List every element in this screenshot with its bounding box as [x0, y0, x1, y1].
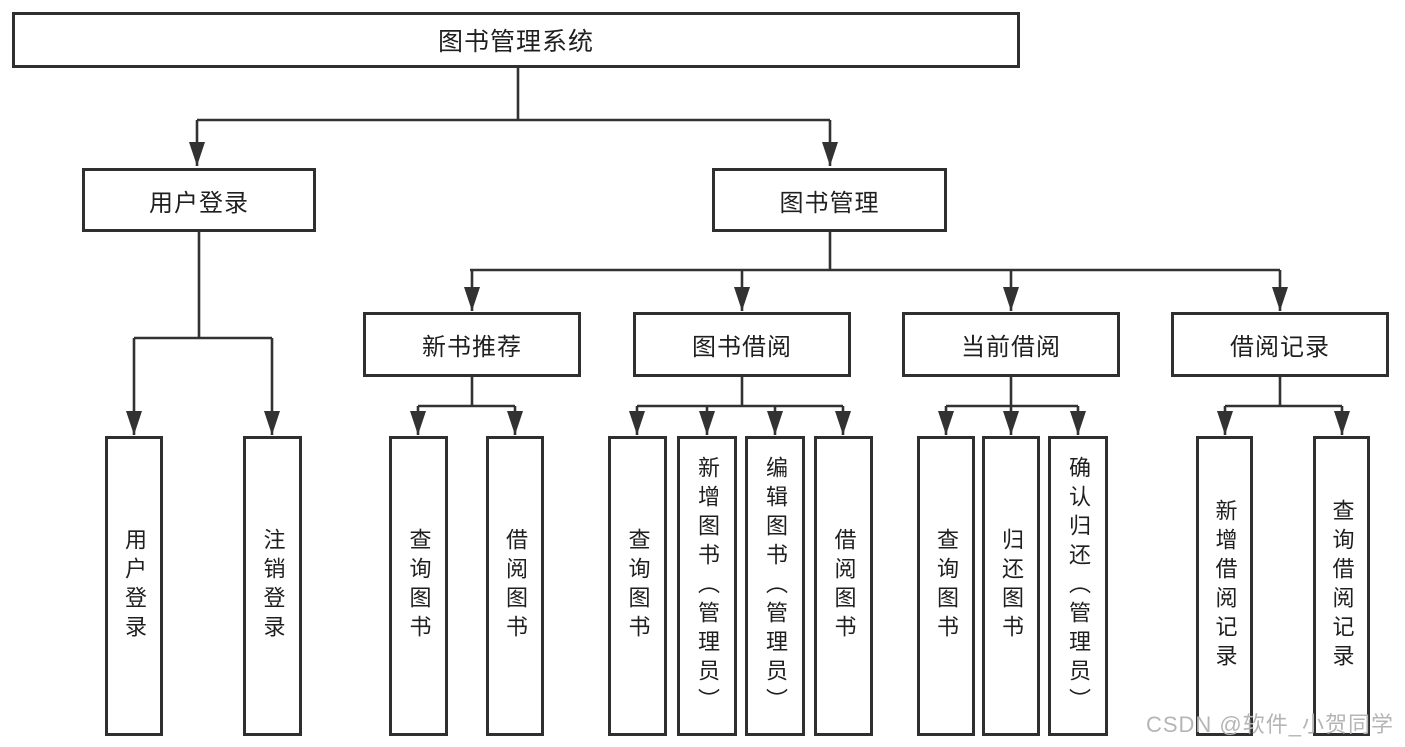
leaf-logout: 注销登录	[243, 436, 302, 736]
leaf-confirm-return-admin: 确认归还（管理员）	[1048, 436, 1108, 736]
node-book-management: 图书管理	[712, 168, 947, 232]
csdn-watermark: CSDN @软件_小贺同学	[1145, 712, 1394, 737]
leaf-query-books-recommendation: 查询图书	[389, 436, 448, 736]
leaf-borrow-books-recommendation: 借阅图书	[486, 436, 544, 736]
node-new-book-recommendation: 新书推荐	[363, 312, 581, 377]
leaf-return-books: 归还图书	[982, 436, 1040, 736]
leaf-user-login: 用户登录	[105, 436, 163, 736]
leaf-query-borrow-record: 查询借阅记录	[1313, 436, 1370, 736]
leaf-query-books-current: 查询图书	[917, 436, 975, 736]
node-root-library-management-system: 图书管理系统	[12, 12, 1020, 68]
leaf-add-borrow-record: 新增借阅记录	[1196, 436, 1253, 736]
node-book-borrowing: 图书借阅	[633, 312, 851, 377]
leaf-edit-books-admin: 编辑图书（管理员）	[745, 436, 805, 736]
node-user-login: 用户登录	[82, 168, 316, 232]
node-current-borrowing: 当前借阅	[902, 312, 1120, 377]
leaf-borrow-books: 借阅图书	[814, 436, 873, 736]
leaf-add-books-admin: 新增图书（管理员）	[677, 436, 737, 736]
leaf-query-books-borrowing: 查询图书	[608, 436, 667, 736]
node-borrowing-records: 借阅记录	[1171, 312, 1389, 377]
